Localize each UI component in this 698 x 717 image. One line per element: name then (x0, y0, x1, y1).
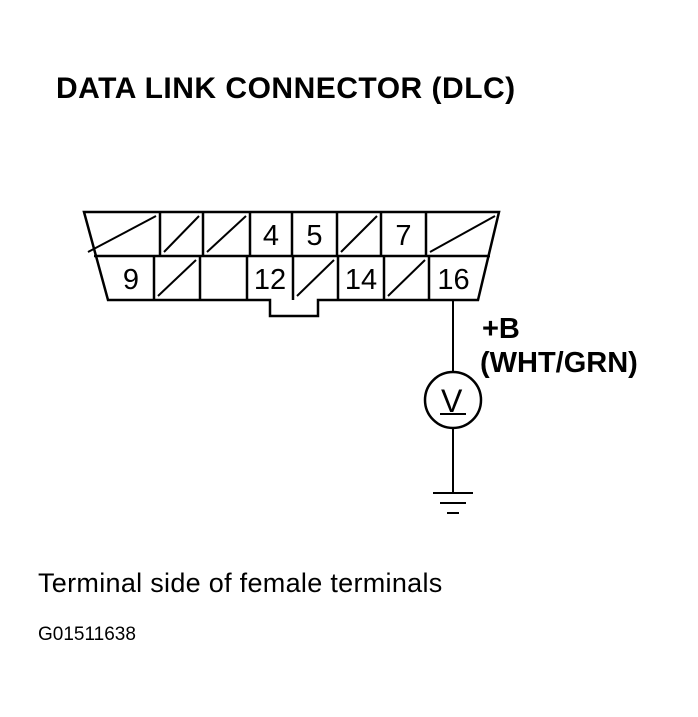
callout-plus-b: +B (482, 313, 520, 345)
bottom-row-unused-pin-mark (296, 259, 335, 297)
pin-label-4: 4 (263, 220, 279, 252)
top-row-unused-pin-mark (206, 215, 247, 253)
callout-wire-color: (WHT/GRN) (480, 347, 638, 379)
top-row-unused-pin-mark (163, 215, 200, 253)
figure-caption: Terminal side of female terminals (38, 568, 443, 598)
pin-label-14: 14 (345, 264, 377, 296)
pin-label-5: 5 (306, 220, 322, 252)
diagram-title: DATA LINK CONNECTOR (DLC) (56, 72, 516, 105)
figure-code: G01511638 (38, 624, 136, 645)
pin-label-12: 12 (254, 264, 286, 296)
top-row-unused-pin-mark (340, 215, 378, 253)
top-row-unused-pin-mark (429, 215, 496, 253)
bottom-row-unused-pin-mark (387, 259, 426, 297)
top-row-unused-pin-mark (87, 215, 157, 253)
pin-label-16: 16 (437, 264, 469, 296)
ground-icon (433, 492, 473, 514)
pin-label-7: 7 (395, 220, 411, 252)
meter-wire: V (423, 300, 483, 514)
pin-label-9: 9 (123, 264, 139, 296)
bottom-row-unused-pin-mark (157, 259, 197, 297)
voltmeter-label: V (441, 383, 463, 419)
